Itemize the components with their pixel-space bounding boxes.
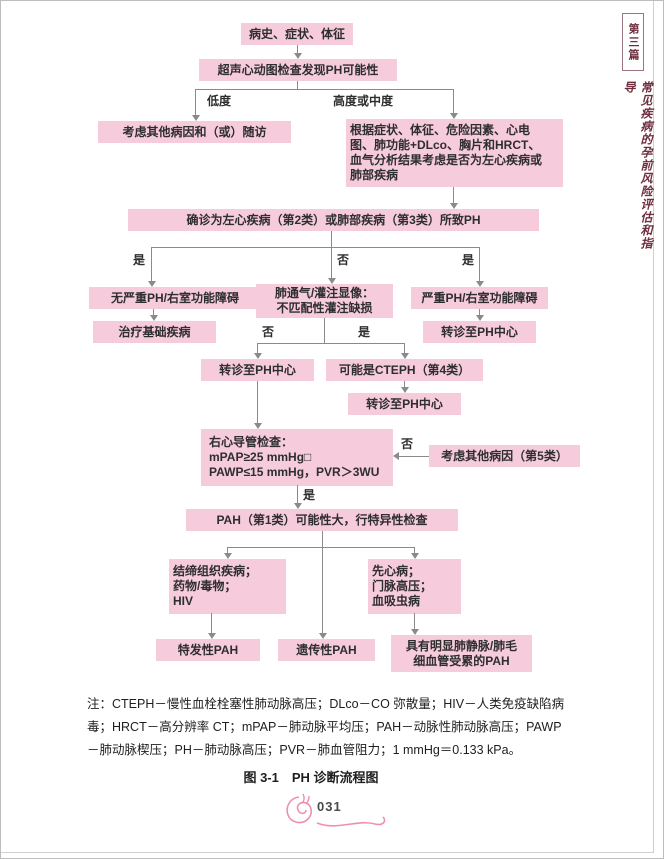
label-no-2: 否 [262, 325, 275, 339]
arrow-down-icon [294, 503, 302, 509]
arrow-down-icon [411, 553, 419, 559]
publisher-logo-icon [286, 793, 386, 827]
flow-line [257, 343, 258, 353]
arrow-down-icon [401, 353, 409, 359]
page-number: 031 [317, 799, 342, 814]
flow-line [414, 613, 415, 629]
flow-line [227, 547, 228, 553]
arrow-down-icon [476, 315, 484, 321]
arrow-down-icon [401, 387, 409, 393]
flow-line [404, 381, 405, 387]
node-chd-portal-schisto: 先心病； 门脉高压； 血吸虫病 [368, 559, 461, 614]
node-severe-ph: 严重PH/右室功能障碍 [411, 287, 548, 309]
arrow-down-icon [254, 353, 262, 359]
arrow-down-icon [192, 115, 200, 121]
flow-line [257, 343, 405, 344]
flow-line [322, 531, 323, 547]
arrow-down-icon [450, 113, 458, 119]
label-yes-1: 是 [133, 253, 146, 267]
node-treat-underlying: 治疗基础疾病 [93, 321, 216, 343]
flow-line [331, 231, 332, 247]
flow-line [297, 485, 298, 503]
node-confirm-group2-3: 确诊为左心疾病（第2类）或肺部疾病（第3类）所致PH [128, 209, 539, 231]
sidebar-section-title: 常见疾病的孕前风险评估和指导 [622, 81, 653, 250]
arrow-down-icon [254, 423, 262, 429]
flow-line [399, 456, 429, 457]
arrow-down-icon [148, 281, 156, 287]
flow-line [479, 309, 480, 315]
flow-line [453, 89, 454, 113]
label-low: 低度 [207, 94, 232, 108]
flow-line [453, 187, 454, 203]
note-line: 毒；HRCT－高分辨率 CT；mPAP－肺动脉平均压；PAH－动脉性肺动脉高压；… [87, 720, 562, 734]
page-edge-horizontal [1, 852, 654, 853]
flow-line [297, 45, 298, 53]
label-yes-2: 是 [462, 253, 475, 267]
flow-line [151, 247, 152, 281]
flow-line [324, 318, 325, 343]
flow-line [414, 547, 415, 553]
node-refer-ph-center-cteph: 转诊至PH中心 [348, 393, 461, 415]
flow-line [322, 547, 323, 633]
flow-line [404, 343, 405, 353]
node-vq-scan: 肺通气/灌注显像： 不匹配性灌注缺损 [256, 284, 393, 318]
flow-line [297, 81, 298, 89]
node-other-cause-followup: 考虑其他病因和（或）随访 [98, 121, 291, 143]
arrow-down-icon [450, 203, 458, 209]
flow-line [479, 247, 480, 281]
flow-line [153, 309, 154, 315]
figure-caption: 图 3-1 PH 诊断流程图 [243, 770, 379, 785]
node-heritable-pah: 遗传性PAH [278, 639, 375, 661]
arrow-down-icon [208, 633, 216, 639]
node-assessment: 根据症状、体征、危险因素、心电 图、肺功能+DLco、胸片和HRCT、 血气分析… [346, 119, 563, 187]
node-refer-ph-center: 转诊至PH中心 [201, 359, 314, 381]
flow-line [331, 247, 332, 278]
label-yes-3: 是 [358, 325, 371, 339]
node-pvod-pah: 具有明显肺静脉/肺毛 细血管受累的PAH [391, 635, 532, 672]
arrow-down-icon [328, 278, 336, 284]
node-pah-group1: PAH（第1类）可能性大，行特异性检查 [186, 509, 458, 531]
arrow-down-icon [224, 553, 232, 559]
flow-line [257, 381, 258, 423]
arrow-down-icon [476, 281, 484, 287]
flow-line [227, 547, 415, 548]
arrow-down-icon [294, 53, 302, 59]
label-yes-4: 是 [303, 488, 316, 502]
flow-line [151, 247, 480, 248]
arrow-down-icon [150, 315, 158, 321]
flow-line [195, 89, 454, 90]
node-no-severe-ph: 无严重PH/右室功能障碍 [89, 287, 261, 309]
node-echocardiogram: 超声心动图检查发现PH可能性 [199, 59, 397, 81]
arrow-down-icon [411, 629, 419, 635]
arrow-down-icon [319, 633, 327, 639]
flow-line [211, 613, 212, 633]
note-line: 注：CTEPH－慢性血栓栓塞性肺动脉高压；DLco－CO 弥散量；HIV－人类免… [87, 697, 565, 711]
flow-line [195, 89, 196, 115]
node-other-cause-group5: 考虑其他病因（第5类） [429, 445, 580, 467]
figure-note: 注：CTEPH－慢性血栓栓塞性肺动脉高压；DLco－CO 弥散量；HIV－人类免… [87, 693, 589, 762]
node-refer-ph-center-right: 转诊至PH中心 [423, 321, 536, 343]
note-line: －肺动脉楔压；PH－肺动脉高压；PVR－肺血管阻力；1 mmHg＝0.133 k… [87, 743, 522, 757]
node-history-symptoms: 病史、症状、体征 [241, 23, 353, 45]
node-idiopathic-pah: 特发性PAH [156, 639, 260, 661]
label-high: 高度或中度 [333, 94, 394, 108]
page-edge-vertical [653, 1, 654, 852]
sidebar-chapter-label: 第三篇 [622, 13, 644, 71]
arrow-left-icon [393, 452, 399, 460]
node-right-heart-catheter: 右心导管检查： mPAP≥25 mmHg□ PAWP≤15 mmHg，PVR＞3… [201, 429, 393, 486]
label-no-3: 否 [401, 437, 414, 451]
label-no-1: 否 [337, 253, 350, 267]
node-cteph: 可能是CTEPH（第4类） [326, 359, 483, 381]
node-ctd-drugs-hiv: 结缔组织疾病； 药物/毒物； HIV [169, 559, 286, 614]
